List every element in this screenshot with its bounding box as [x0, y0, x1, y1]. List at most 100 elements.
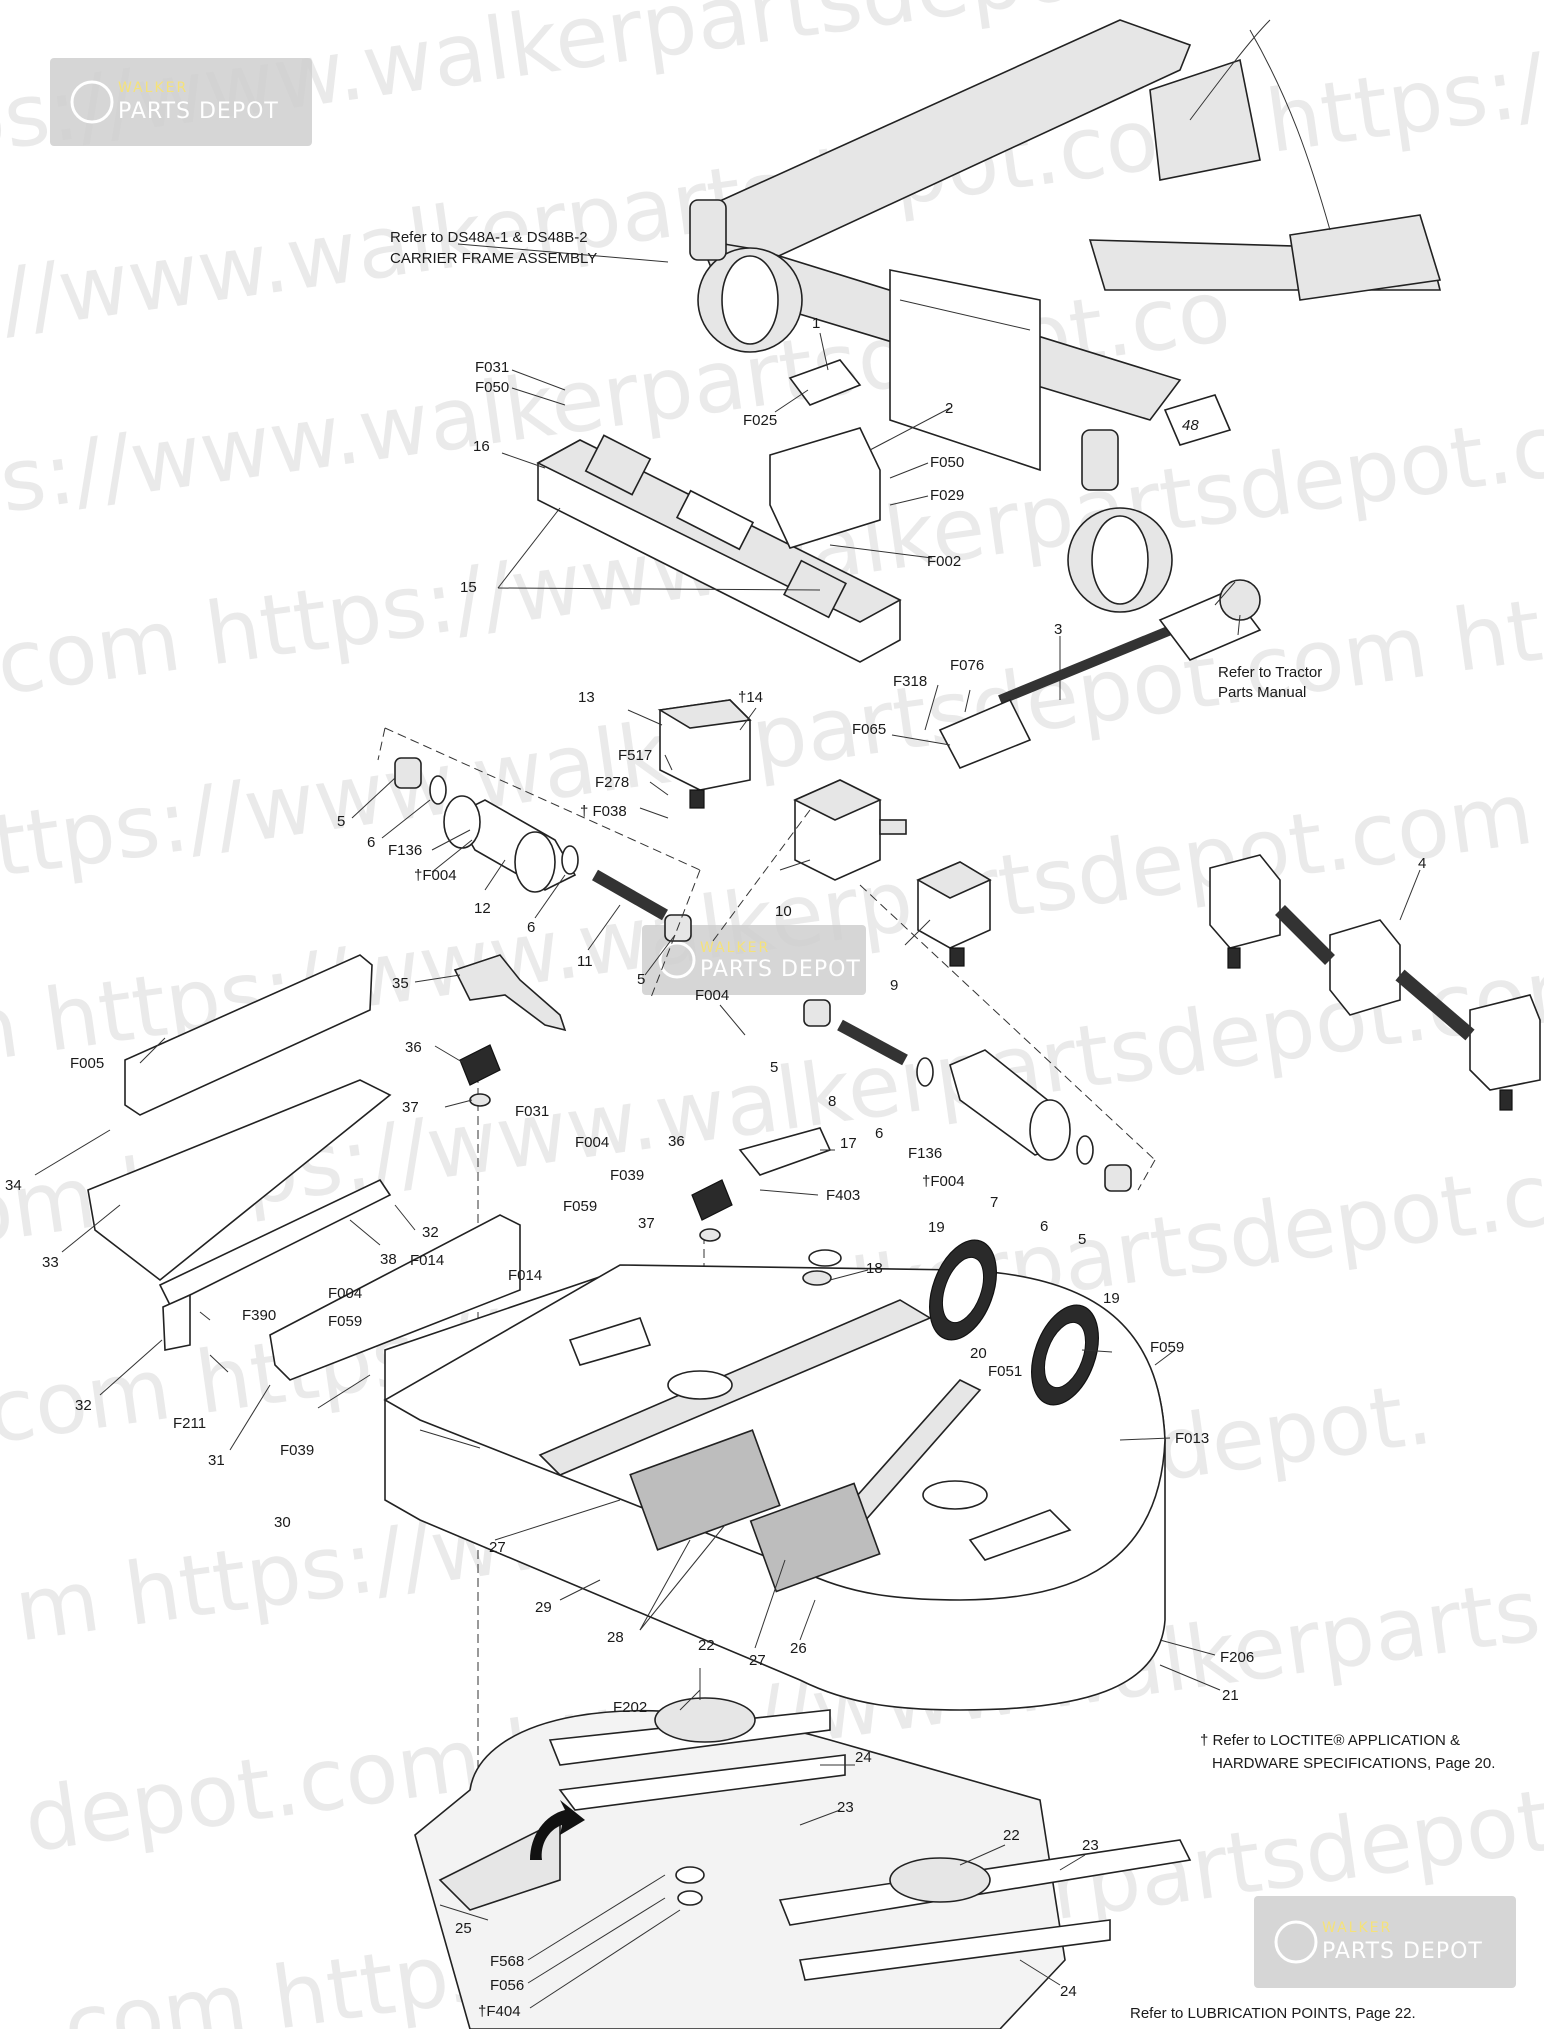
- loctite-note-line1: † Refer to LOCTITE® APPLICATION &: [1200, 1732, 1460, 1749]
- callout-label: 22: [1003, 1827, 1020, 1844]
- watermark-logo: WALKER PARTS DEPOT: [50, 58, 312, 146]
- svg-text:PARTS DEPOT: PARTS DEPOT: [1322, 1939, 1483, 1964]
- fastener-label: F206: [1220, 1649, 1254, 1666]
- leader-lines: [34, 243, 1421, 2009]
- fastener-label: F403: [826, 1187, 860, 1204]
- callout-label: 33: [42, 1254, 59, 1271]
- callout-label: 34: [5, 1177, 22, 1194]
- callout-label: 30: [274, 1514, 291, 1531]
- callout-label: 7: [990, 1194, 998, 1211]
- fastener-label: F051: [988, 1363, 1022, 1380]
- callout-label: 32: [422, 1224, 439, 1241]
- fastener-label: F568: [490, 1953, 524, 1970]
- lubrication-note: Refer to LUBRICATION POINTS, Page 22.: [1130, 2005, 1416, 2022]
- callout-label: 24: [855, 1749, 872, 1766]
- fastener-label: F076: [950, 657, 984, 674]
- fastener-label: F136: [908, 1145, 942, 1162]
- deflector-bracket: [87, 954, 521, 1381]
- callout-label: 23: [1082, 1837, 1099, 1854]
- fastener-label: F136: [388, 842, 422, 859]
- gearbox-10: [793, 779, 907, 881]
- callout-label: 5: [1078, 1231, 1086, 1248]
- callout-label: 24: [1060, 1983, 1077, 2000]
- svg-text:PARTS DEPOT: PARTS DEPOT: [118, 99, 279, 124]
- callout-label: 26: [790, 1640, 807, 1657]
- fastener-label: F211: [173, 1415, 206, 1432]
- frame-size-badge: 48: [1182, 417, 1199, 434]
- callout-label: 9: [890, 977, 898, 994]
- fastener-label: F050: [930, 454, 964, 471]
- spacer: [802, 1270, 832, 1286]
- gear-tube-right: [803, 999, 1132, 1192]
- fastener-label: F031: [475, 359, 509, 376]
- fastener-label: F004: [695, 987, 729, 1004]
- callout-label: 6: [527, 919, 535, 936]
- callout-label: 11: [577, 953, 593, 970]
- callout-label: 38: [380, 1251, 397, 1268]
- svg-text:PARTS DEPOT: PARTS DEPOT: [700, 957, 861, 982]
- callout-label: 17: [840, 1135, 857, 1152]
- callout-label: 5: [337, 813, 345, 830]
- fastener-label: F318: [893, 673, 927, 690]
- fastener-label: F013: [1175, 1430, 1209, 1447]
- fastener-label: † F038: [580, 803, 627, 820]
- callout-label: 35: [392, 975, 409, 992]
- loctite-note-line2: HARDWARE SPECIFICATIONS, Page 20.: [1212, 1755, 1495, 1772]
- callout-label: 10: [775, 903, 792, 920]
- carrier-note-line1: Refer to DS48A-1 & DS48B-2: [390, 229, 588, 246]
- callout-labels: 1 2 3 4 5 5 5 5 6 6 6 6 7 8 9 10 11 12 1…: [5, 315, 1426, 2020]
- svg-text:WALKER: WALKER: [700, 940, 770, 956]
- fastener-label: F014: [410, 1252, 444, 1269]
- fastener-label: F278: [595, 774, 629, 791]
- callout-label: 23: [837, 1799, 854, 1816]
- watermark-logo: WALKER PARTS DEPOT: [642, 925, 866, 995]
- callout-label: 19: [1103, 1290, 1120, 1307]
- svg-text:WALKER: WALKER: [1322, 1920, 1392, 1936]
- alignment-lines: [377, 727, 1156, 1820]
- callout-label: 22: [698, 1637, 715, 1654]
- rotation-arrow-icon: [530, 1800, 585, 1860]
- fastener-label: F056: [490, 1977, 524, 1994]
- callout-label: 29: [535, 1599, 552, 1616]
- anti-scalp-wheel: [1031, 1304, 1099, 1406]
- fastener-label: F014: [508, 1267, 542, 1284]
- callout-label: 2: [945, 400, 953, 417]
- callout-label: 27: [489, 1539, 506, 1556]
- fastener-label: F059: [563, 1198, 597, 1215]
- fastener-label: †F004: [922, 1173, 965, 1190]
- callout-label: 18: [866, 1260, 883, 1277]
- belt-cover: [536, 434, 902, 663]
- callout-label: 21: [1222, 1687, 1239, 1704]
- callout-label: 5: [637, 971, 645, 988]
- callout-label: 3: [1054, 621, 1062, 638]
- deck-knob: [459, 1044, 501, 1107]
- callout-label: 32: [75, 1397, 92, 1414]
- fastener-label: †F404: [478, 2003, 521, 2020]
- callout-label: 27: [749, 1652, 766, 1669]
- fastener-label: F517: [618, 747, 652, 764]
- callout-label: 6: [367, 834, 375, 851]
- callout-label: 25: [455, 1920, 472, 1937]
- anti-scalp-wheel: [929, 1239, 997, 1341]
- mower-deck: [383, 1249, 1166, 1711]
- callout-label: 16: [473, 438, 490, 455]
- fastener-label: F050: [475, 379, 509, 396]
- callout-label: 37: [402, 1099, 419, 1116]
- svg-text:WALKER: WALKER: [118, 80, 188, 96]
- wrench-tool: [453, 954, 567, 1032]
- callout-label: †14: [738, 689, 763, 706]
- driveshaft: [938, 579, 1262, 770]
- callout-label: 5: [770, 1059, 778, 1076]
- fastener-label: F004: [328, 1285, 362, 1302]
- callout-label: 12: [474, 900, 491, 917]
- blade-spindle: [654, 1697, 991, 1906]
- fastener-label: F025: [743, 412, 777, 429]
- callout-label: 1: [812, 315, 820, 332]
- shield-plate: [769, 359, 881, 549]
- fastener-label: F039: [610, 1167, 644, 1184]
- fastener-label: F390: [242, 1307, 276, 1324]
- fastener-label: F031: [515, 1103, 549, 1120]
- callout-label: 19: [928, 1219, 945, 1236]
- tractor-note-line1: Refer to Tractor: [1218, 664, 1322, 681]
